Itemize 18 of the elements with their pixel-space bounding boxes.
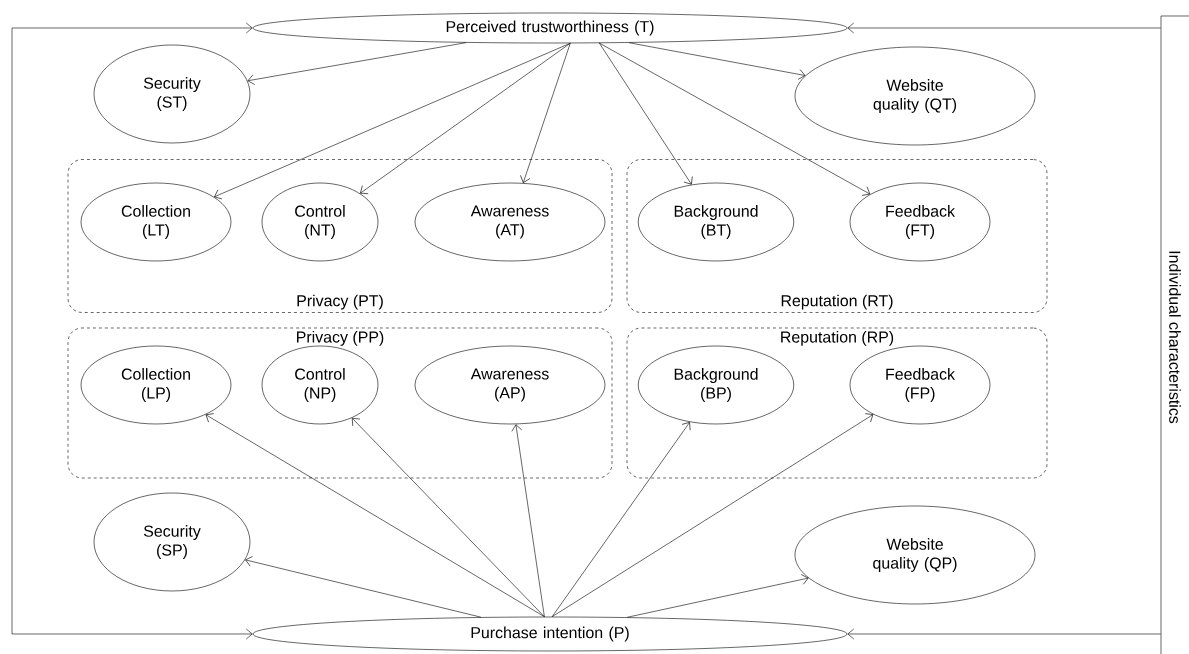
side-bar: Individual characteristics <box>1160 15 1189 654</box>
arrow <box>599 42 693 185</box>
arrow <box>360 42 571 195</box>
arrow <box>551 422 691 617</box>
arrow <box>847 628 1161 640</box>
arrow <box>351 417 545 617</box>
arrow <box>214 42 571 200</box>
arrow <box>626 574 809 618</box>
arrow <box>247 42 467 85</box>
arrow <box>245 556 482 618</box>
arrow <box>520 42 571 183</box>
arrow <box>205 413 545 617</box>
arrow <box>11 22 253 640</box>
arrow <box>599 42 871 196</box>
arrow <box>847 22 1161 34</box>
arrow <box>628 42 806 80</box>
arrow <box>511 424 545 617</box>
arrow <box>551 413 874 617</box>
